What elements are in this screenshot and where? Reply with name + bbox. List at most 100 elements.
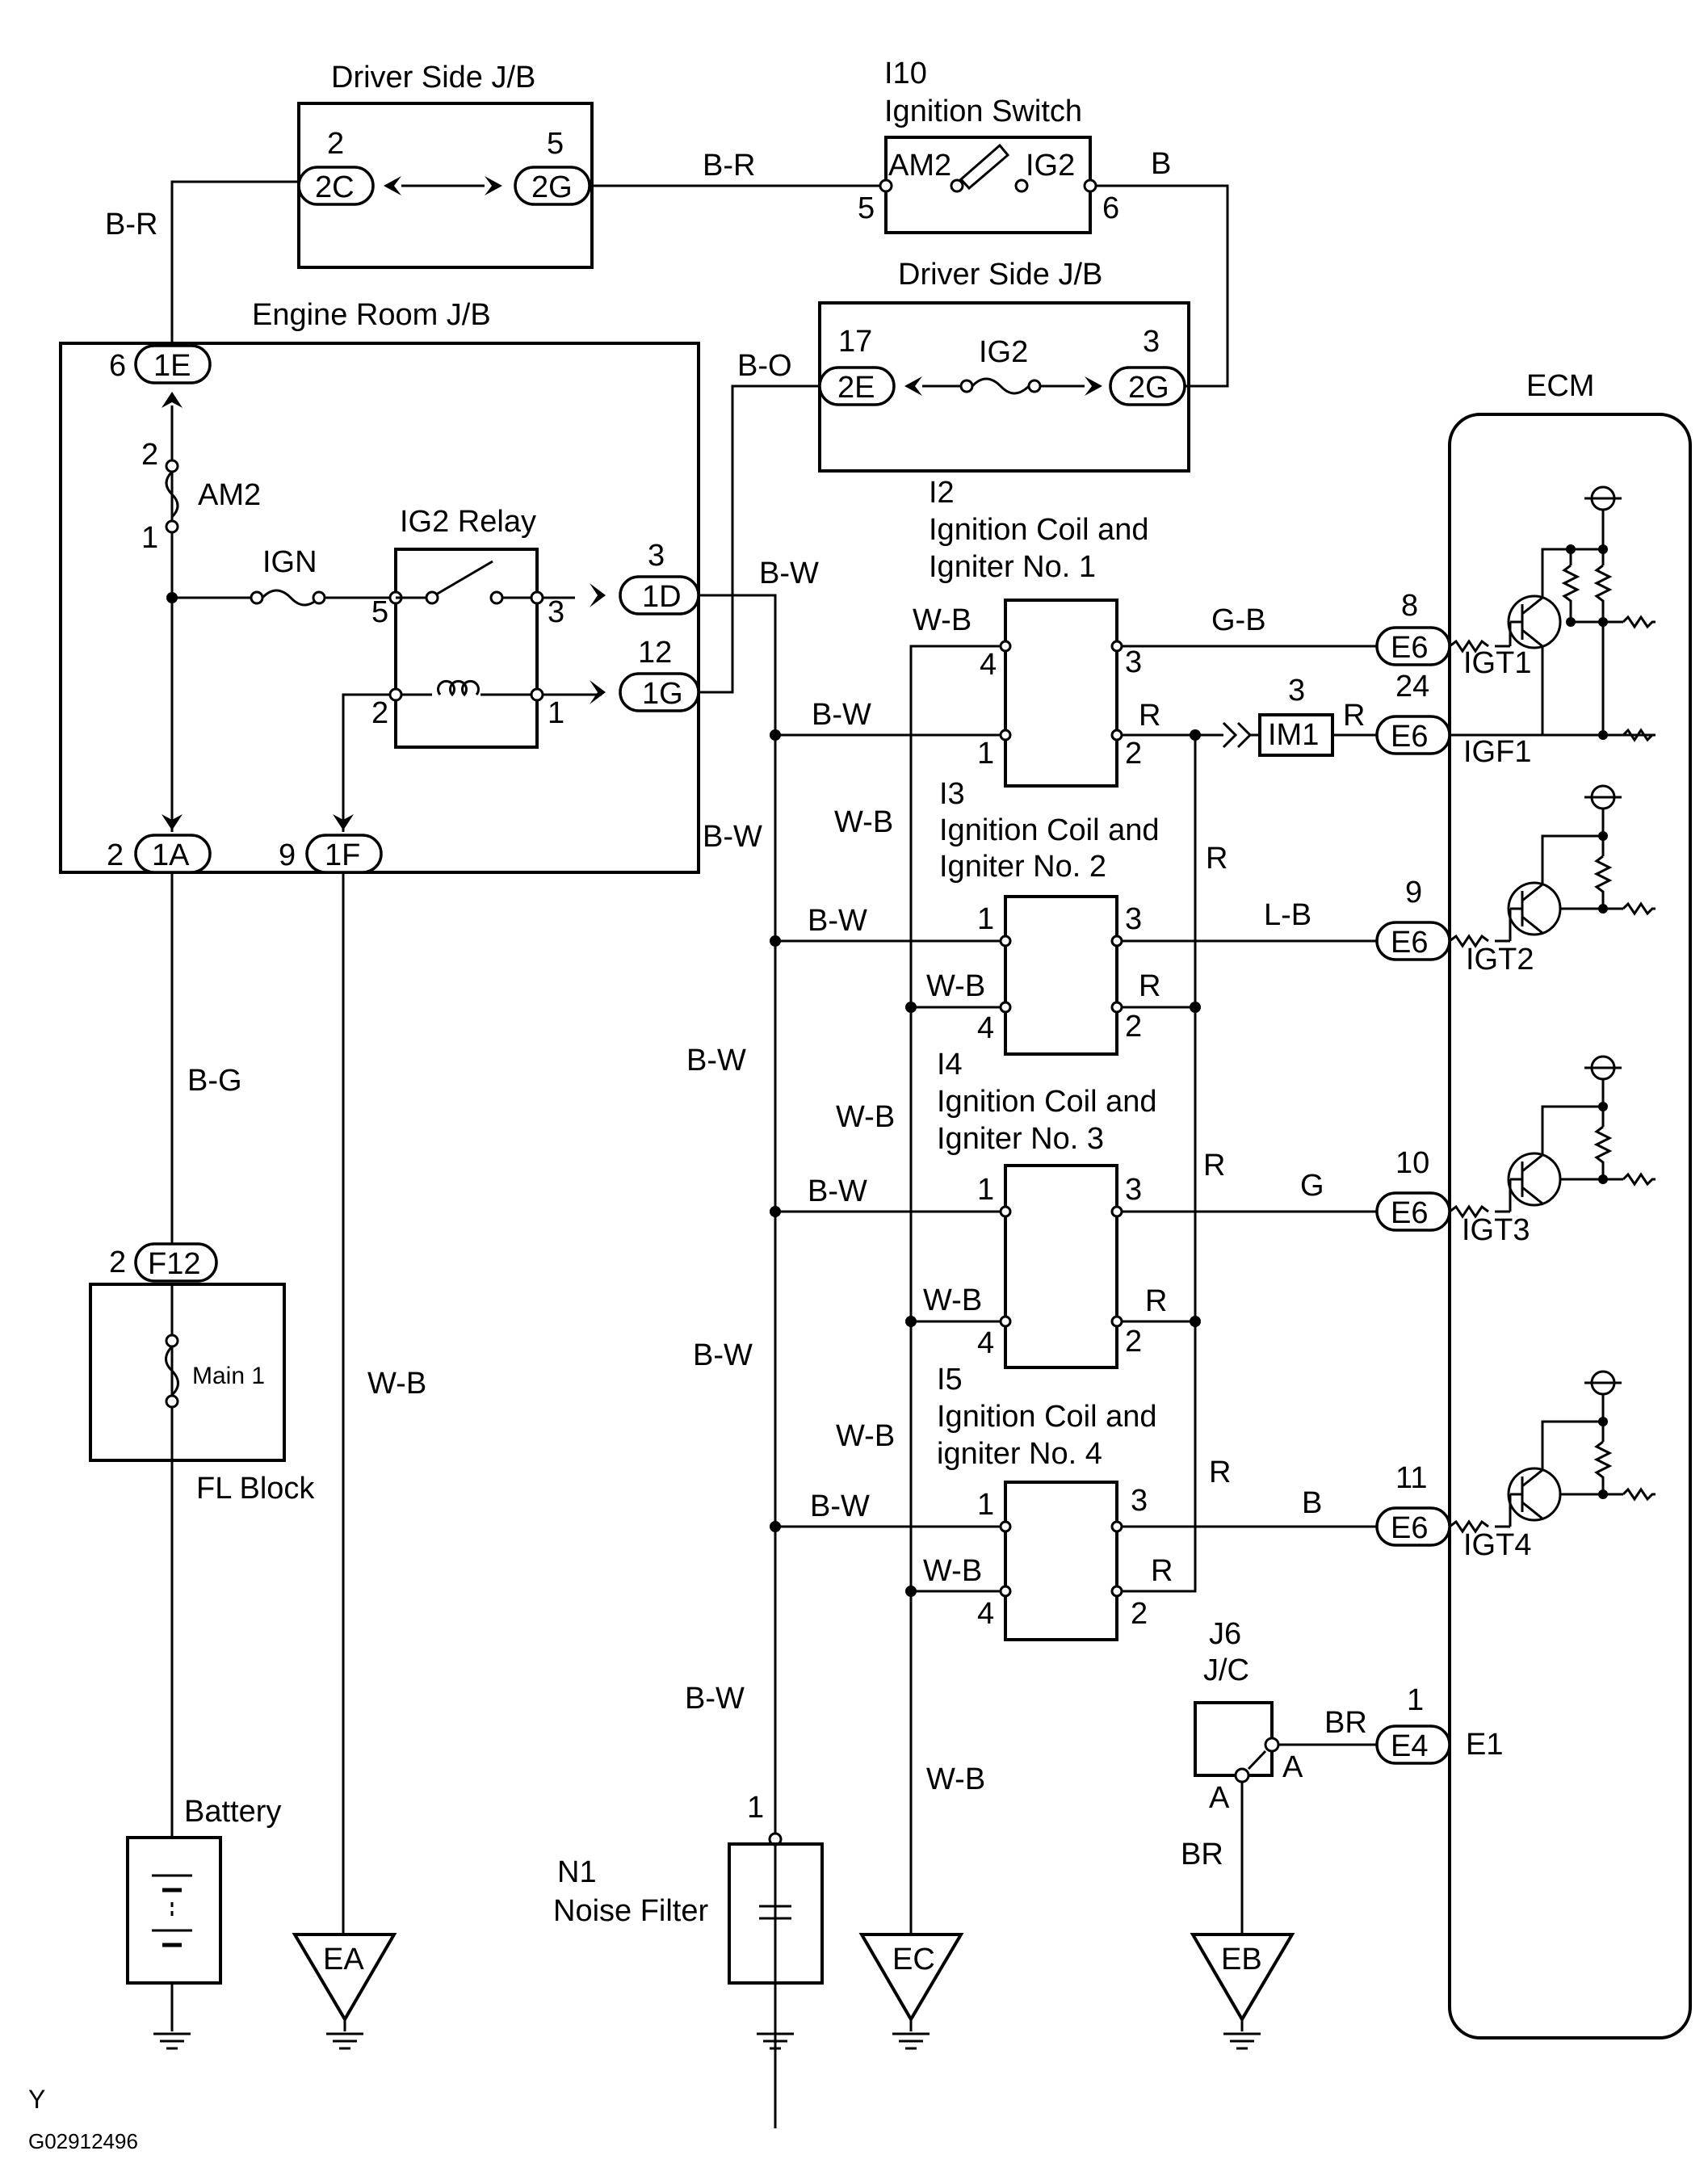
ecm-pullup-1a-icon xyxy=(1561,564,1580,614)
coil2-name-2: Igniter No. 2 xyxy=(939,850,1106,884)
label-br-jc: BR xyxy=(1324,1706,1367,1740)
igt1-resistor-icon xyxy=(1449,639,1489,653)
ecm: ECM E6 8 IGT1 E6 24 IGF1 E6 9 IGT2 E6 10… xyxy=(1375,369,1692,2039)
coil4-box xyxy=(1004,1481,1118,1641)
coil1-box xyxy=(1004,599,1118,788)
conn-1d xyxy=(619,575,700,615)
label-gb: G-B xyxy=(1211,603,1266,637)
ground-eb: EB xyxy=(1190,1933,1295,2050)
ecm-conn-igt2-num: 9 xyxy=(1405,876,1422,909)
label-bw-c2: B-W xyxy=(808,904,867,938)
conn-1a xyxy=(134,834,212,874)
battery-box xyxy=(126,1836,222,1985)
coil3-box xyxy=(1004,1164,1118,1369)
switch-pin-right-num: 6 xyxy=(1102,191,1119,225)
label-bo: B-O xyxy=(737,349,792,383)
jc-id: J6 xyxy=(1209,1617,1241,1651)
label-br-top: B-R xyxy=(703,149,755,183)
conn-2c xyxy=(297,166,375,206)
am2-pin-bottom xyxy=(165,519,179,534)
label-wb-l2: W-B xyxy=(836,1100,895,1134)
coil3-pin2 xyxy=(1110,1315,1123,1328)
ecm-conn-igt2-label: E6 xyxy=(1391,926,1428,960)
relay-switch-icon xyxy=(435,560,493,596)
label-r-c3: R xyxy=(1145,1284,1167,1318)
ecm-conn-e4 xyxy=(1375,1724,1451,1765)
battery: Battery xyxy=(126,1795,281,2050)
label-br-jc-down: BR xyxy=(1181,1838,1223,1871)
junction-bw-c3 xyxy=(770,1206,781,1217)
relay-coil-icon xyxy=(437,679,480,697)
conn-2g-mid xyxy=(1109,366,1186,406)
ig2-fuse-label: IG2 xyxy=(979,335,1028,369)
im1-box xyxy=(1258,713,1334,757)
wires xyxy=(170,180,1377,2128)
coil3-pin3 xyxy=(1110,1205,1123,1218)
coil1-pin1-num: 1 xyxy=(977,737,994,771)
label-r-v2: R xyxy=(1203,1149,1225,1183)
coil3-pin1-num: 1 xyxy=(977,1173,994,1207)
coil3-pin4 xyxy=(999,1315,1012,1328)
coil2-pin4-num: 4 xyxy=(977,1011,994,1045)
coil1-pin4-num: 4 xyxy=(980,648,997,682)
junction-bw-c2 xyxy=(770,935,781,947)
wire-relay-pin2 xyxy=(342,693,396,832)
junction-r-c2 xyxy=(1190,1002,1201,1013)
coil1-name-1: Ignition Coil and xyxy=(929,513,1149,547)
ecm-igt2: IGT2 xyxy=(1466,943,1534,977)
jc-pin-right xyxy=(1264,1737,1280,1753)
engine-room-jb-box xyxy=(59,342,700,874)
ecm-conn-igt3-num: 10 xyxy=(1395,1146,1429,1180)
noise-filter-name: Noise Filter xyxy=(553,1894,708,1928)
relay-label: IG2 Relay xyxy=(400,505,536,539)
coil4-pin4-num: 4 xyxy=(977,1597,994,1631)
ecm-conn-igt4-num: 11 xyxy=(1395,1461,1427,1495)
coil4-id: I5 xyxy=(937,1363,963,1397)
switch-key-icon xyxy=(959,143,1010,191)
relay-pin1 xyxy=(530,687,544,702)
ecm-e1: E1 xyxy=(1466,1728,1503,1762)
coil4-pin3 xyxy=(1110,1520,1123,1533)
label-lb: L-B xyxy=(1264,898,1311,932)
coil-3: I4 Ignition Coil and Igniter No. 3 1 4 3… xyxy=(937,1048,1157,1369)
label-r-c1: R xyxy=(1139,699,1160,733)
conn-1g xyxy=(619,672,700,712)
conn-2g-top xyxy=(514,166,591,206)
conn-1e-arrow-icon xyxy=(162,392,183,408)
junction-r-c3 xyxy=(1190,1316,1201,1327)
label-wb-l3: W-B xyxy=(836,1419,895,1453)
switch-contact-a xyxy=(950,179,964,193)
coil-1: I2 Ignition Coil and Igniter No. 1 4 1 3… xyxy=(929,476,1149,788)
conn-2c-label: 2C xyxy=(315,170,355,204)
driver-jb-mid: Driver Side J/B 17 2E IG2 3 2G xyxy=(818,258,1190,473)
coil3-pin4-num: 4 xyxy=(977,1326,994,1360)
bw-junctions xyxy=(770,729,1201,1597)
coil2-pin1-num: 1 xyxy=(977,902,994,936)
ecm-title: ECM xyxy=(1526,369,1594,403)
ecm-pullup-2-icon xyxy=(1593,855,1613,901)
driver-jb-top-title: Driver Side J/B xyxy=(331,61,535,95)
conn-2g-arrow-icon xyxy=(485,176,502,195)
switch-contact-b xyxy=(1014,179,1029,193)
driver-jb-top-pin-left-num: 2 xyxy=(327,127,344,161)
conn-2g-mid-label: 2G xyxy=(1128,371,1169,405)
fl-block-name: FL Block xyxy=(196,1472,315,1506)
coil1-pin2 xyxy=(1110,729,1123,741)
coil-2: I3 Ignition Coil and Igniter No. 2 1 4 3… xyxy=(939,777,1160,1056)
conn-1g-label: 1G xyxy=(642,677,683,711)
conn-1f-num: 9 xyxy=(279,838,296,872)
ig2-fuse-icon xyxy=(971,377,1030,395)
label-b-switch: B xyxy=(1151,147,1171,181)
main1-pin-bottom xyxy=(165,1394,179,1409)
jc-pin-a1: A xyxy=(1209,1781,1230,1815)
am2-pin-bottom-num: 1 xyxy=(141,521,158,555)
label-bw-bottom: B-W xyxy=(685,1682,745,1716)
conn-2g-mid-arrow-icon xyxy=(1085,376,1102,396)
wire-br-left xyxy=(170,180,299,355)
ground-eb-label: EB xyxy=(1221,1943,1262,1976)
junction-wb-c2 xyxy=(905,1002,917,1013)
mid-fuse-pin-l xyxy=(959,379,974,393)
coil3-name-2: Igniter No. 3 xyxy=(937,1122,1104,1156)
wire-wb-bus xyxy=(909,645,1005,1934)
